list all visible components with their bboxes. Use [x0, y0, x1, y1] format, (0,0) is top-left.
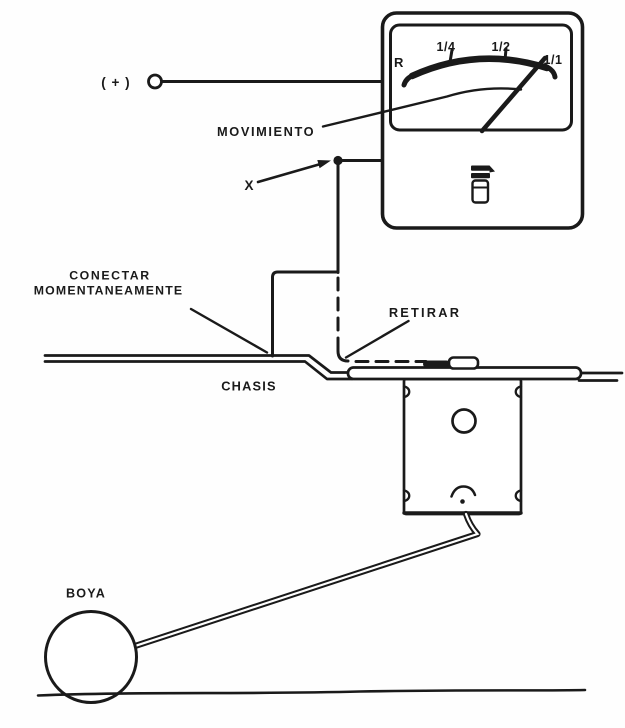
fuel-pump-icon: [471, 165, 495, 204]
connect-label-line2: MOMENTANEAMENTE: [34, 284, 184, 298]
remove-leader-line: [344, 319, 410, 359]
float-label: BOYA: [66, 587, 106, 601]
meter-scale-label-full: 1/1: [544, 53, 563, 67]
positive-terminal-circle: [147, 73, 163, 90]
wire-terminal-lug: [423, 360, 450, 368]
movement-leader-line: [321, 87, 523, 128]
x-arrowhead: [317, 160, 331, 169]
meter-tick-half: [503, 47, 508, 62]
chassis-top-line: [43, 354, 352, 374]
x-point-label: X: [244, 178, 253, 193]
meter-tick-quarter: [448, 48, 454, 64]
remove-label: RETIRAR: [389, 305, 461, 320]
connect-leader-line: [189, 307, 269, 354]
fuel-pump-body: [471, 179, 490, 204]
meter-scale-end-left: [401, 72, 417, 88]
meter-screen: [389, 23, 573, 132]
sender-body: [402, 377, 523, 516]
sender-pivot-arc: [450, 485, 477, 498]
chassis-bottom-line: [43, 360, 354, 381]
float-arm-inner: [134, 512, 480, 647]
sender-terminal-tab: [447, 356, 480, 370]
sender-corner-tab-top-left: [402, 385, 411, 399]
meter-scale-end-right: [542, 63, 558, 80]
sender-hole: [451, 408, 477, 434]
sender-pivot-dot: [460, 499, 465, 504]
meter-scale-label-quarter: 1/4: [437, 40, 456, 54]
sender-corner-tab-bottom-right: [514, 489, 523, 503]
float-ball: [44, 610, 138, 704]
float-arm-outer: [132, 510, 481, 649]
connect-wire-solid: [271, 270, 340, 358]
meter-scale-label-half: 1/2: [492, 40, 511, 54]
remove-wire-dashed-corner: [336, 349, 350, 363]
fuel-gauge-meter: R 1/4 1/2 1/1: [380, 11, 585, 230]
fuel-pump-top-bar-2: [471, 173, 490, 179]
ground-line: [36, 688, 587, 697]
movement-label: MOVIMIENTO: [217, 124, 315, 139]
fuel-pump-nozzle: [489, 165, 495, 173]
sender-unit: [346, 366, 583, 516]
meter-scale-label-r: R: [394, 55, 404, 70]
chassis: [43, 354, 624, 382]
sender-corner-tab-bottom-left: [402, 489, 411, 503]
labels: ( + ) MOVIMIENTO X CONECTAR MOMENTANEAME…: [34, 75, 523, 601]
wiring: [147, 73, 480, 370]
meter-scale-arc: [408, 55, 551, 80]
chassis-label: CHASIS: [221, 379, 277, 394]
meter-needle: [479, 55, 548, 134]
float-assembly: [36, 510, 587, 704]
fuel-pump-top-bar-1: [471, 165, 490, 171]
connect-label-line1: CONECTAR: [69, 269, 151, 283]
x-arrow-shaft: [256, 161, 326, 184]
x-junction-dot: [333, 155, 343, 166]
positive-terminal-label: ( + ): [101, 75, 130, 90]
sender-corner-tab-top-right: [514, 385, 523, 399]
